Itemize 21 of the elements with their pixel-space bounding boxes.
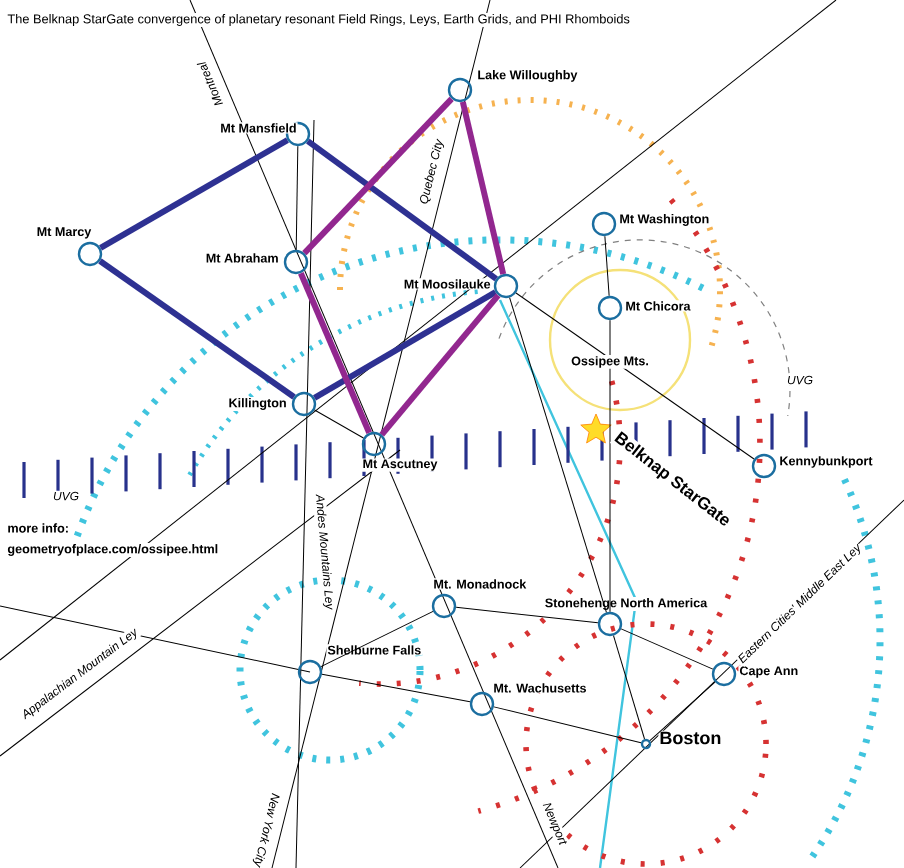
rhomboid-line (302, 96, 454, 256)
rhomboid-line (298, 272, 372, 434)
ley-line (604, 235, 610, 297)
ley-line (609, 319, 611, 613)
ley-line (620, 628, 714, 670)
ley-line (509, 297, 607, 613)
ley-line (314, 409, 364, 439)
ley-line (613, 635, 645, 740)
rhomboid-line (99, 137, 289, 251)
ley-line (295, 145, 299, 251)
rhomboid-line (313, 289, 497, 401)
rhomboid-line (379, 293, 501, 437)
ley-line (321, 673, 471, 703)
rhomboid-line (98, 258, 296, 400)
ley-line (515, 292, 755, 460)
ley-line (649, 681, 716, 741)
ley-line (320, 610, 434, 668)
rhomboid-line (306, 138, 498, 282)
rhomboid-line (459, 101, 507, 275)
ley-line (493, 706, 642, 744)
ley-line (455, 606, 599, 624)
